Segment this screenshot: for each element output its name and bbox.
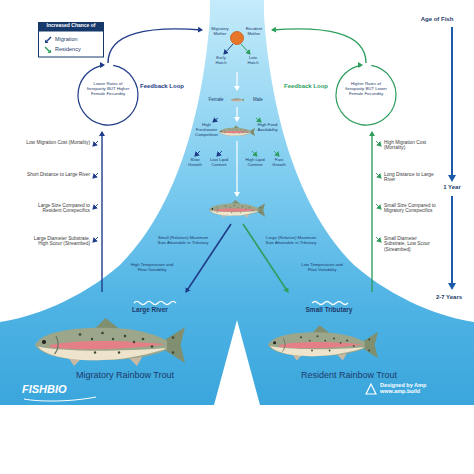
feedback-line xyxy=(272,29,366,63)
credit-text: Designed by Amp www.amp.build xyxy=(380,382,436,394)
influence-icon xyxy=(376,204,381,209)
legend-header xyxy=(38,22,104,31)
influence-icon xyxy=(213,118,218,122)
factor-label: Small Size Compared to Migratory Conspec… xyxy=(384,203,438,214)
habitat-label: Low Temperature and Flow Variability xyxy=(298,263,346,273)
sex-label: Male xyxy=(246,97,270,102)
feedback-line xyxy=(371,132,372,292)
influence-icon xyxy=(274,151,279,156)
flow-arrow xyxy=(241,44,250,54)
factor-label: High Migration Cost (Mortality) xyxy=(384,140,438,151)
logo-swoosh xyxy=(24,397,96,401)
loop-title: Feedback Loop xyxy=(284,83,328,90)
influence-icon xyxy=(376,141,381,146)
residency-arrow xyxy=(243,224,288,292)
flow-arrow xyxy=(224,44,233,54)
parr-fish xyxy=(209,200,265,218)
legend-frame xyxy=(39,31,104,57)
flow-arrow xyxy=(236,107,237,121)
axis-tick: 2-7 Years xyxy=(424,294,474,301)
influence-icon xyxy=(376,237,381,242)
factor-label: Long Distance to Large River xyxy=(384,172,438,183)
factor-label: Low Migration Cost (Mortality) xyxy=(26,140,90,145)
feedback-loop: Feedback LoopHigher Rates of Iteroparity… xyxy=(334,63,398,127)
loop-text: Higher Rates of Iteroparity BUT Lower Fe… xyxy=(344,82,388,96)
age-arrow xyxy=(451,196,453,288)
factor-label: Short Distance to Large River xyxy=(26,172,90,177)
wave-line xyxy=(312,302,348,305)
age-arrow xyxy=(451,27,453,180)
fish-title: Resident Rainbow Trout xyxy=(254,370,444,380)
lipid-label: Low Lipid Content xyxy=(207,158,231,168)
resident-trout xyxy=(268,325,378,360)
legend-swatch xyxy=(44,36,52,44)
wave-line xyxy=(134,302,176,305)
flow-arrow xyxy=(236,72,237,90)
juvenile-fish xyxy=(219,126,255,138)
influence-icon xyxy=(256,118,261,122)
lipid-label: High Lipid Content xyxy=(243,158,267,168)
migratory-trout xyxy=(35,318,185,366)
feedback-loop: Feedback LoopLower Rates of Iteroparity … xyxy=(76,63,140,127)
factor-label: Small Diameter Substrate, Low Scour (Str… xyxy=(384,236,438,252)
legend-text: Residency xyxy=(55,46,81,52)
influence-icon xyxy=(93,204,98,209)
flow-arrow xyxy=(236,141,237,196)
egg xyxy=(231,32,244,45)
feedback-line xyxy=(101,132,102,292)
factor-label: Large Diameter Substrate, High Scour (St… xyxy=(26,236,90,247)
condition-label: High Freshwater Competition xyxy=(193,123,220,137)
influence-icon xyxy=(217,151,222,156)
logo-text: FISHBIO xyxy=(22,383,102,395)
influence-icon xyxy=(195,151,200,156)
loop-title: Feedback Loop xyxy=(140,83,184,90)
amp-icon xyxy=(366,384,376,394)
growth-label: Slow Growth xyxy=(185,158,205,168)
fry-fish xyxy=(231,98,244,102)
influence-icon xyxy=(252,151,257,156)
influence-icon xyxy=(93,141,98,146)
size-label: Small (Relative) Maximum Size Attainable… xyxy=(155,236,211,246)
legend-text: Migration xyxy=(55,36,78,42)
axis-title: Age of Fish xyxy=(410,16,464,23)
fish-title: Migratory Rainbow Trout xyxy=(30,370,220,380)
legend-swatch xyxy=(44,46,52,54)
habitat-name: Small Tributary xyxy=(294,306,364,313)
stem-shape xyxy=(0,0,474,405)
size-label: Large (Relative) Maximum Size Attainable… xyxy=(263,236,319,246)
mother-label: Resident Mother xyxy=(242,27,266,36)
hatch-label: Late Hatch xyxy=(243,56,263,65)
habitat-label: High Temperature and Flow Variability xyxy=(128,263,176,273)
growth-label: Fast Growth xyxy=(269,158,289,168)
influence-icon xyxy=(376,173,381,178)
feedback-line xyxy=(108,29,202,63)
influence-icon xyxy=(93,237,98,242)
legend-title: Increased Chance of xyxy=(38,23,104,29)
habitat-name: Large River xyxy=(120,306,180,313)
sex-label: Female xyxy=(204,97,228,102)
migration-arrow xyxy=(186,224,231,292)
hatch-label: Early Hatch xyxy=(211,56,231,65)
factor-label: Large Size Compared to Resident Conspeci… xyxy=(26,203,90,214)
axis-tick: 1 Year xyxy=(430,184,474,191)
mother-label: Migratory Mother xyxy=(208,27,232,36)
influence-icon xyxy=(93,173,98,178)
condition-label: High Food Availability xyxy=(254,123,281,133)
loop-text: Lower Rates of Iteroparity BUT Higher Fe… xyxy=(86,82,130,96)
